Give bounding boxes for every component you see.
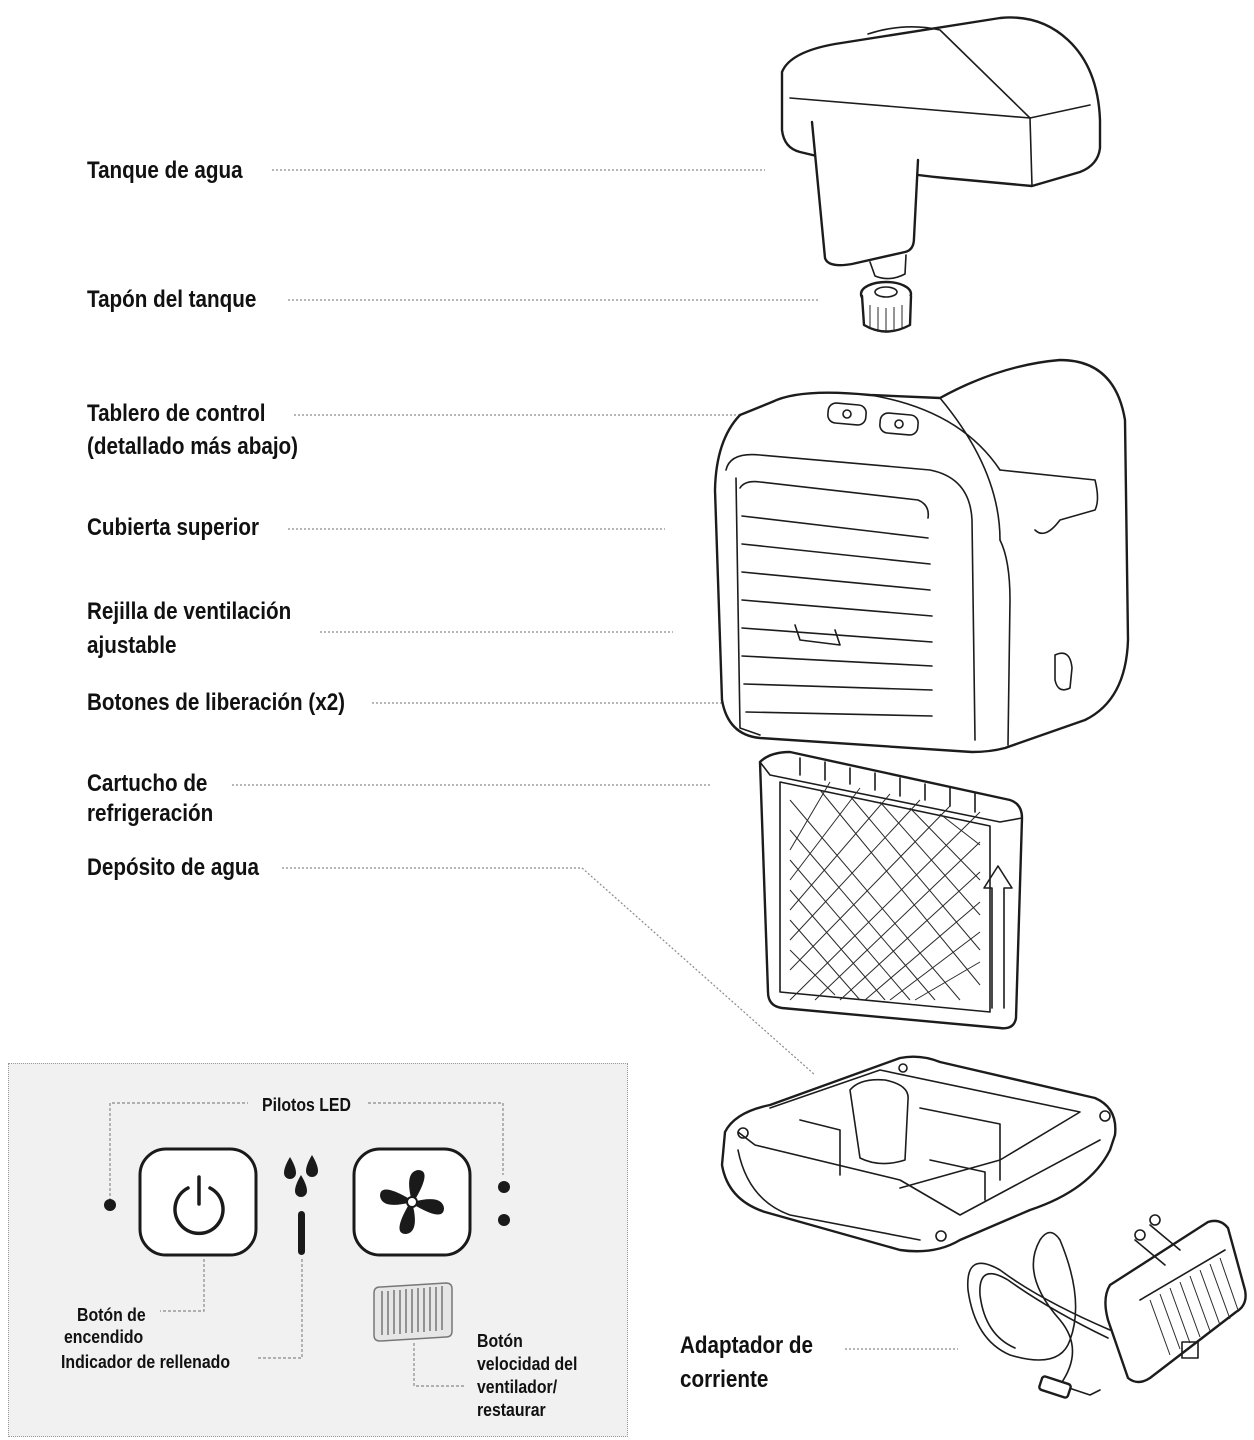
led-speed-2	[498, 1214, 510, 1226]
fan-button-label-line3: ventilador/	[477, 1377, 558, 1397]
label-control-panel-line2: (detallado más abajo)	[87, 433, 299, 460]
cooling-cartridge-illustration	[758, 750, 1024, 1030]
vent-slats	[739, 480, 933, 717]
led-speed-1	[498, 1181, 510, 1193]
label-top-cover: Cubierta superior	[87, 514, 260, 541]
fan-button-label-line1: Botón	[477, 1331, 523, 1351]
label-control-panel-line1: Tablero de control	[87, 400, 266, 427]
tank-cap-illustration	[859, 280, 913, 333]
power-icon	[173, 1175, 225, 1236]
control-panel-graphics	[104, 1102, 510, 1387]
power-button-label-line1: Botón de	[77, 1305, 146, 1325]
label-water-tank: Tanque de agua	[87, 157, 243, 184]
water-tank-illustration	[780, 16, 1102, 280]
label-tank-cap: Tapón del tanque	[87, 286, 257, 313]
led-lights-label: Pilotos LED	[262, 1095, 351, 1115]
fan-speed-button[interactable]	[352, 1147, 472, 1257]
label-reservoir: Depósito de agua	[87, 854, 260, 881]
arrow-up-icon	[983, 865, 1013, 1009]
power-button-label-line2: encendido	[64, 1327, 144, 1347]
label-cartridge-line2: refrigeración	[87, 800, 214, 827]
filter-icon	[373, 1282, 453, 1342]
label-cartridge-line1: Cartucho de	[87, 770, 208, 797]
power-adapter-illustration	[967, 1214, 1247, 1399]
fan-button-label-line2: velocidad del	[477, 1354, 578, 1374]
fan-icon	[380, 1170, 444, 1234]
fan-button-label-line4: restaurar	[477, 1400, 546, 1420]
main-body-illustration	[713, 358, 1130, 754]
label-vent-line1: Rejilla de ventilación	[87, 598, 292, 625]
label-vent-line2: ajustable	[87, 632, 177, 659]
control-panel-detail: Pilotos LED Botón de encendido Indicador…	[8, 1063, 628, 1437]
label-adapter-line1: Adaptador de	[680, 1332, 814, 1359]
water-reservoir-illustration	[720, 1055, 1117, 1253]
refill-indicator-label: Indicador de rellenado	[61, 1352, 231, 1372]
water-drops-icon	[284, 1155, 318, 1197]
plug-icon	[1104, 1214, 1247, 1384]
refill-led-bar	[298, 1211, 305, 1255]
label-adapter-line2: corriente	[680, 1366, 769, 1393]
label-release-buttons: Botones de liberación (x2)	[87, 689, 346, 716]
led-power	[104, 1199, 116, 1211]
power-button[interactable]	[138, 1147, 258, 1257]
leader-lines	[232, 169, 1018, 1350]
